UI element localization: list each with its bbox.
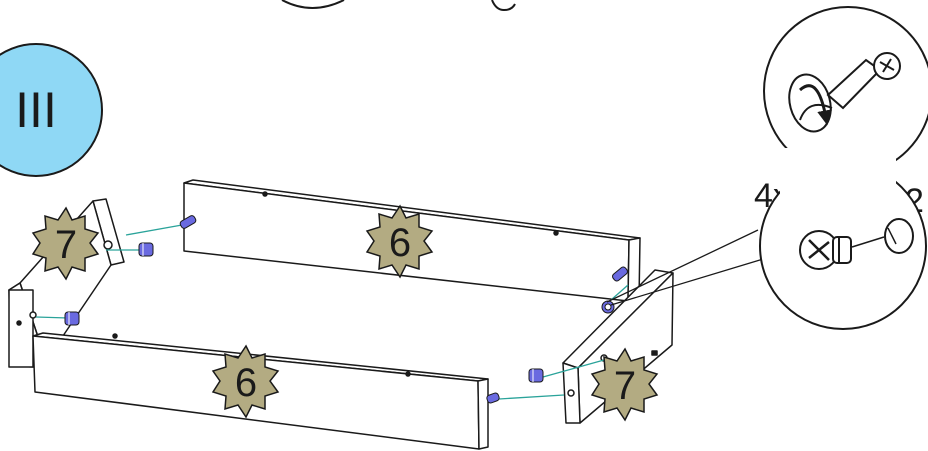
dowel-hole-icon — [884, 218, 914, 254]
cam-front-right — [528, 368, 544, 383]
cam-back-right — [601, 300, 615, 314]
step-badge: III — [0, 43, 103, 177]
previous-step-hook-fragment — [491, 0, 516, 12]
part-number-6-back: 6 — [389, 221, 411, 265]
callout-lines — [606, 229, 771, 306]
dowel-back-right — [612, 266, 628, 282]
dowel-back-left — [179, 215, 197, 229]
step-badge-circle — [0, 43, 103, 177]
part-badge-6-back: 6 — [365, 204, 434, 279]
guide-lines — [35, 224, 629, 400]
cam-front-left — [64, 311, 80, 326]
rotate-screwdriver-detail — [763, 6, 928, 176]
part-number-7-left: 7 — [55, 223, 77, 267]
cam-lock-insert-detail — [759, 148, 927, 330]
part-badge-7-right: 7 — [590, 347, 659, 422]
hardware-fittings — [64, 215, 628, 404]
previous-step-circle-fragment — [281, 0, 345, 9]
cam-back-left — [138, 242, 154, 257]
part-badge-7-left: 7 — [31, 206, 100, 281]
cam-fitting-icon — [799, 230, 852, 270]
part-number-7-right: 7 — [614, 364, 636, 408]
dowel-front-right — [486, 392, 500, 404]
part-number-6-front: 6 — [235, 361, 257, 405]
part-badge-6-front: 6 — [211, 344, 280, 419]
step-label: III — [15, 82, 57, 138]
rotate-arrow-icon — [799, 84, 833, 126]
